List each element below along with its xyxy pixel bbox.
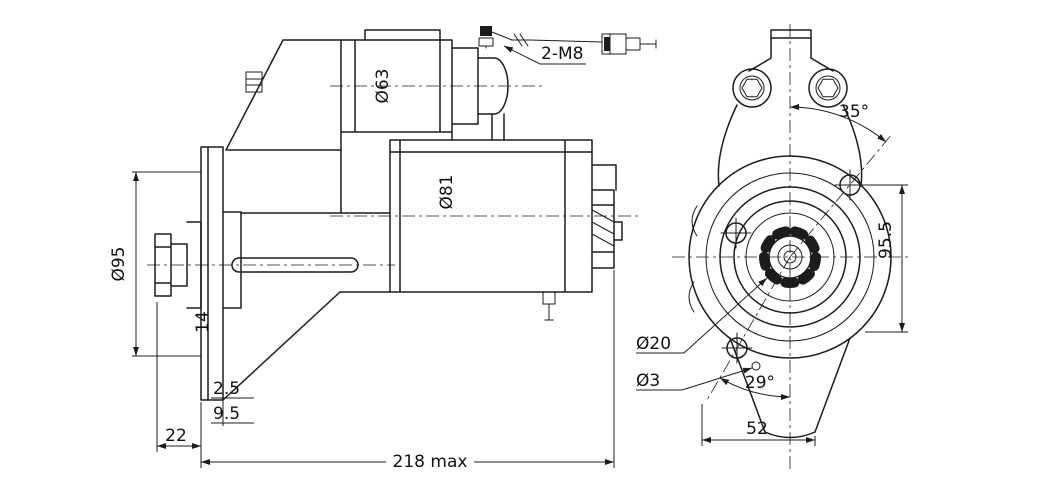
connector — [601, 33, 657, 55]
label-terminal-thread: 2-M8 — [541, 44, 583, 64]
front-neck — [748, 29, 834, 72]
dim-arc-29 — [719, 377, 791, 400]
left-edge-bumps — [688, 205, 698, 313]
spline-shaft — [154, 221, 202, 309]
label-small-hole-diameter: Ø3 — [636, 371, 660, 391]
leader-dia3 — [681, 367, 753, 391]
side-view-dimensions — [132, 45, 615, 468]
leader-dia20 — [683, 277, 768, 354]
terminal-nut — [478, 37, 494, 49]
label-step-b: 9.5 — [213, 404, 240, 424]
dim-arc-35 — [789, 104, 887, 143]
terminal-stud — [480, 26, 492, 36]
label-overall-length: 218 max — [393, 452, 468, 472]
rear-bracket — [591, 164, 623, 269]
label-hole-angle: 29° — [745, 373, 775, 393]
mounting-flange — [200, 146, 242, 401]
ray-top-right-hole — [789, 133, 893, 258]
label-bottom-width: 52 — [746, 419, 768, 439]
rear-hatch — [591, 209, 615, 247]
hole-cross-marks — [720, 169, 866, 364]
small-hole — [751, 361, 761, 371]
front-view: 35° 95.5 Ø20 Ø3 29° 52 — [636, 24, 912, 472]
label-shaft-length: 22 — [165, 426, 187, 446]
leader-2m8 — [503, 45, 586, 65]
label-flange-diameter: Ø95 — [109, 246, 129, 281]
nose-bracket — [225, 39, 391, 214]
label-hole-span: 95.5 — [876, 221, 896, 259]
left-bolt-hex — [741, 78, 763, 98]
front-view-dimensions — [636, 104, 908, 446]
front-view-centerlines — [672, 24, 912, 472]
side-view-centerlines — [147, 85, 640, 266]
left-ear-bolt — [739, 75, 765, 101]
ray-bottom-left-hole — [706, 256, 791, 401]
bottom-terminal — [542, 291, 556, 321]
dim-ext-218 — [200, 270, 615, 468]
dim-ext-95 — [132, 171, 201, 357]
side-view-geometry — [154, 26, 657, 401]
front-view-labels: 35° 95.5 Ø20 Ø3 29° 52 — [636, 102, 896, 439]
side-view: Ø95 Ø63 Ø81 2-M8 14 2.5 9.5 22 218 max — [109, 26, 657, 472]
label-ear-angle: 35° — [839, 102, 869, 122]
right-ear-bolt — [815, 75, 841, 101]
lower-bracket-edge — [222, 291, 341, 401]
label-step-a: 2.5 — [213, 379, 240, 399]
left-ear-boss — [732, 68, 772, 108]
label-solenoid-diameter: Ø63 — [373, 68, 393, 103]
side-view-labels: Ø95 Ø63 Ø81 2-M8 14 2.5 9.5 22 218 max — [109, 44, 583, 472]
label-pinion-diameter: Ø20 — [636, 334, 671, 354]
solenoid-body — [340, 29, 453, 133]
bracket-bolt — [245, 71, 263, 93]
connector-pin — [604, 37, 610, 51]
label-body-diameter: Ø81 — [437, 174, 457, 209]
solenoid-cap — [451, 47, 509, 141]
right-bolt-hex — [817, 78, 839, 98]
wire — [491, 31, 603, 47]
label-step-height: 14 — [193, 311, 213, 333]
